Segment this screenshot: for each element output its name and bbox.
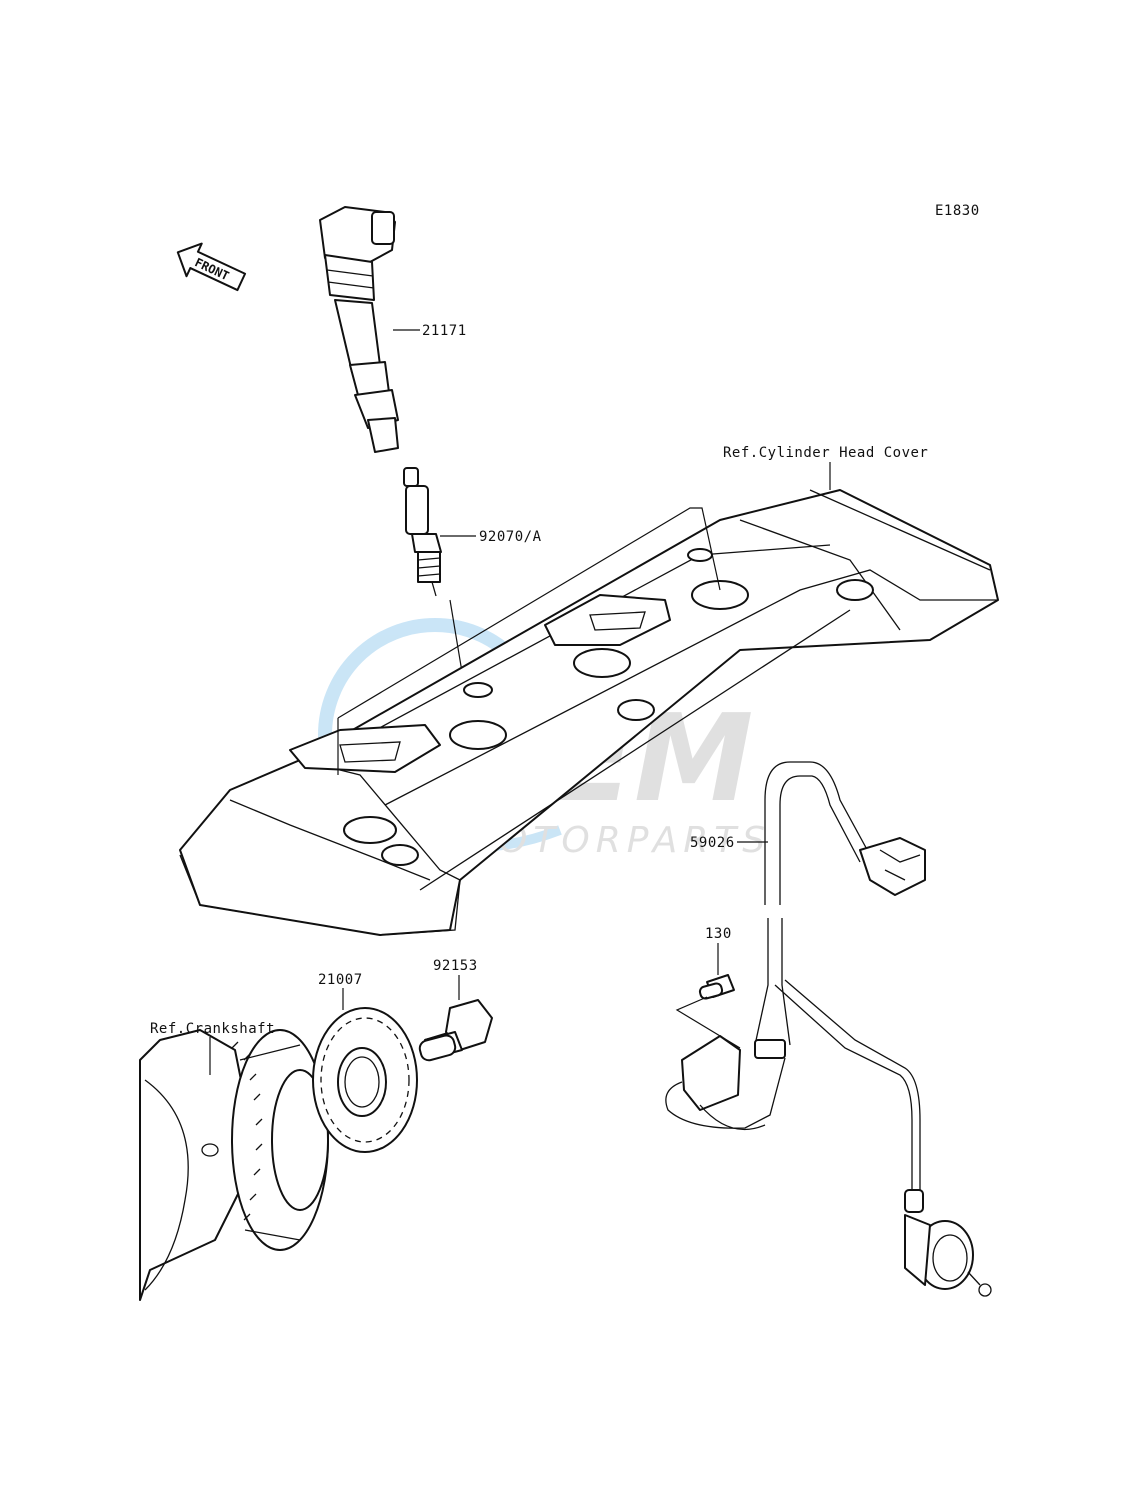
front-arrow-icon: FRONT: [176, 242, 247, 292]
bolt-130: [698, 974, 735, 1000]
callout-cylinder-head-cover-ref: Ref.Cylinder Head Cover: [723, 445, 928, 461]
callout-bolt-130: 130: [705, 926, 732, 942]
callout-timing-rotor: 21007: [318, 972, 363, 988]
callout-ignition-coil: 21171: [422, 323, 467, 339]
cylinder-head-cover: [179, 489, 999, 936]
spark-plug: [403, 467, 442, 597]
bolt: [418, 999, 493, 1062]
crankshaft: [139, 1029, 329, 1301]
timing-rotor: [312, 1007, 418, 1153]
callout-pickup-coil: 59026: [690, 835, 735, 851]
callout-crankshaft-ref: Ref.Crankshaft: [150, 1021, 275, 1037]
ignition-coil: [319, 206, 399, 453]
callout-spark-plug: 92070/A: [479, 529, 542, 545]
diagram-code: E1830: [935, 203, 980, 219]
pickup-coil-harness: [665, 761, 992, 1297]
callout-bolt: 92153: [433, 958, 478, 974]
